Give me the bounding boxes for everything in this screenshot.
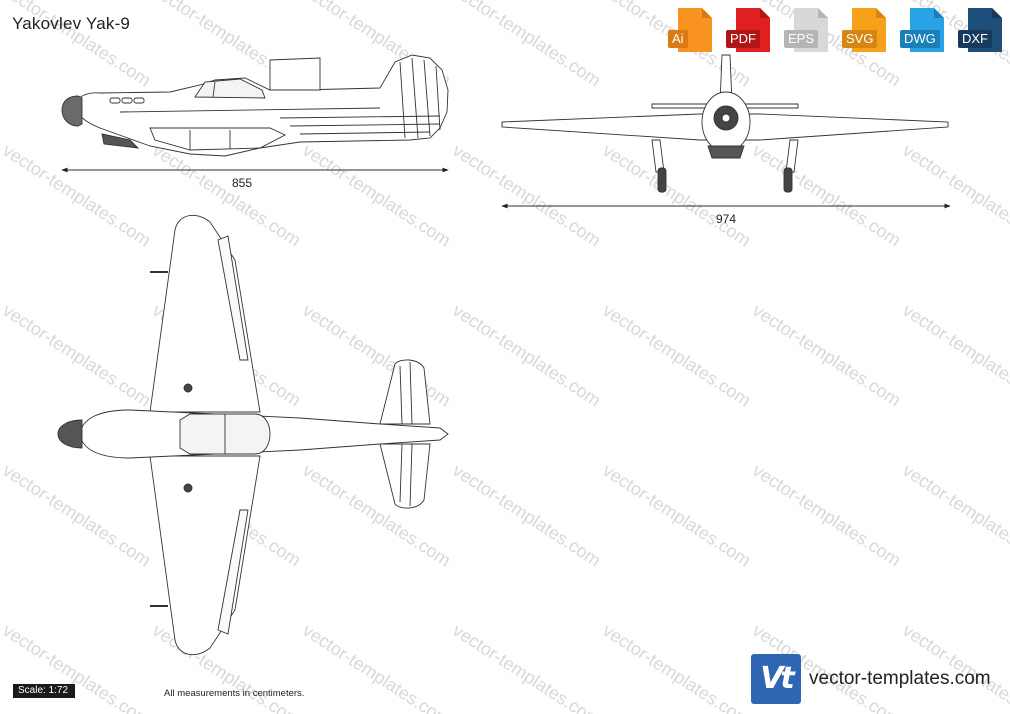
side-view xyxy=(61,54,449,157)
brand-block[interactable]: Vt vector-templates.com xyxy=(751,654,991,704)
format-label: DXF xyxy=(958,30,992,48)
format-label: EPS xyxy=(784,30,819,48)
brand-name[interactable]: vector-templates.com xyxy=(809,668,991,689)
page-title: Yakovlev Yak-9 xyxy=(12,14,131,33)
front-span-label: 974 xyxy=(716,212,737,226)
format-label: PDF xyxy=(726,30,760,48)
format-icon-pdf[interactable]: PDF xyxy=(726,6,778,54)
side-length-label: 855 xyxy=(232,176,253,190)
format-icon-dwg[interactable]: DWG xyxy=(900,6,952,54)
brand-logo-icon: Vt xyxy=(751,654,801,704)
format-icon-svg[interactable]: SVG xyxy=(842,6,894,54)
format-label: SVG xyxy=(842,30,878,48)
format-icon-dxf[interactable]: DXF xyxy=(958,6,1010,54)
scale-badge: Scale: 1:72 xyxy=(13,684,75,698)
format-icon-ai[interactable]: Ai xyxy=(668,6,720,54)
measurement-note: All measurements in centimeters. xyxy=(164,688,305,699)
format-icon-eps[interactable]: EPS xyxy=(784,6,836,54)
format-label: DWG xyxy=(900,30,940,48)
format-label: Ai xyxy=(668,30,688,48)
front-view xyxy=(501,54,949,193)
top-view xyxy=(57,214,449,656)
format-icons: Ai PDF EPS SVG DWG DXF xyxy=(668,6,1010,54)
